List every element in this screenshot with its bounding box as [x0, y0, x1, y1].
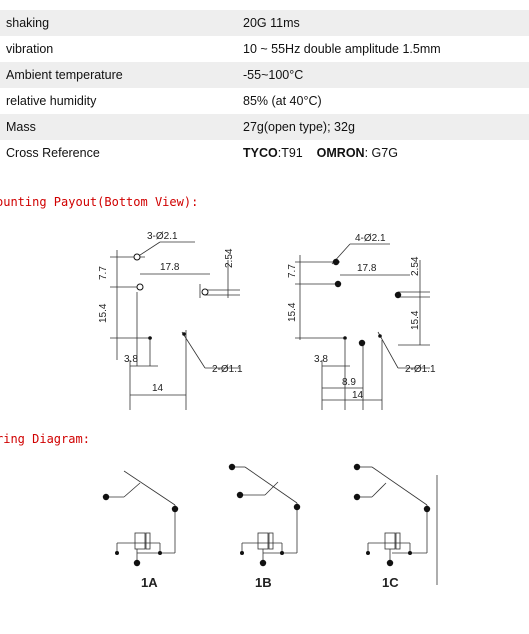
right-dim-14: 14 — [352, 390, 364, 401]
mounting-layout-title: ounting Payout(Bottom View): — [0, 195, 199, 209]
right-dim-3-8: 3.8 — [314, 354, 328, 365]
wiring-diagram-title: ring Diagram: — [0, 432, 90, 446]
left-dim-14: 14 — [152, 383, 164, 394]
spec-row-mass: Mass 27g(open type); 32g — [0, 114, 529, 140]
mounting-layout-drawing: 3-Ø2.1 7.7 17.8 2.54 15.4 3.8 14 2-Ø1.1 … — [98, 231, 436, 410]
right-dim-2-54: 2.54 — [410, 256, 421, 276]
right-dim-7-7: 7.7 — [287, 264, 298, 278]
brand-omron: OMRON — [316, 146, 365, 160]
left-hole-spec: 3-Ø2.1 — [147, 231, 178, 242]
wiring-diagram-drawing: 1A 1B 1C — [102, 463, 438, 590]
spec-row-ambient-temperature: Ambient temperature -55~100°C — [0, 62, 529, 88]
part-omron: : G7G — [364, 146, 398, 160]
spec-value: 85% (at 40°C) — [236, 88, 529, 114]
right-dim-15-4-left: 15.4 — [287, 302, 298, 322]
spec-label: relative humidity — [0, 88, 236, 114]
wiring-label-1a: 1A — [141, 575, 158, 590]
right-dim-8-9: 8.9 — [342, 377, 356, 388]
spec-value: 27g(open type); 32g — [236, 114, 529, 140]
part-tyco: :T91 — [277, 146, 303, 160]
spec-value: -55~100°C — [236, 62, 529, 88]
right-hole-spec: 4-Ø2.1 — [355, 233, 386, 244]
wiring-label-1c: 1C — [382, 575, 399, 590]
spec-value: 20G 11ms — [236, 10, 529, 36]
left-dim-15-4: 15.4 — [98, 303, 109, 323]
spec-value: TYCO:T91 OMRON: G7G — [236, 140, 529, 166]
left-dim-7-7: 7.7 — [98, 266, 109, 280]
spec-row-vibration: vibration 10 ~ 55Hz double amplitude 1.5… — [0, 36, 529, 62]
left-pin-spec: 2-Ø1.1 — [212, 364, 243, 375]
left-dim-3-8: 3.8 — [124, 354, 138, 365]
spec-row-relative-humidity: relative humidity 85% (at 40°C) — [0, 88, 529, 114]
left-dim-17-8: 17.8 — [160, 262, 180, 273]
right-dim-17-8: 17.8 — [357, 263, 377, 274]
brand-tyco: TYCO — [243, 146, 278, 160]
spec-row-shaking: shaking 20G 11ms — [0, 10, 529, 36]
spec-label: Ambient temperature — [0, 62, 236, 88]
spec-value: 10 ~ 55Hz double amplitude 1.5mm — [236, 36, 529, 62]
spec-table: shaking 20G 11ms vibration 10 ~ 55Hz dou… — [0, 10, 529, 166]
spec-label: shaking — [0, 10, 236, 36]
right-dim-15-4-right: 15.4 — [410, 310, 421, 330]
left-dim-2-54: 2.54 — [224, 248, 235, 268]
spec-label: vibration — [0, 36, 236, 62]
spec-row-cross-reference: Cross Reference TYCO:T91 OMRON: G7G — [0, 140, 529, 166]
spec-label: Cross Reference — [0, 140, 236, 166]
spec-label: Mass — [0, 114, 236, 140]
right-pin-spec: 2-Ø1.1 — [405, 364, 436, 375]
wiring-label-1b: 1B — [255, 575, 272, 590]
